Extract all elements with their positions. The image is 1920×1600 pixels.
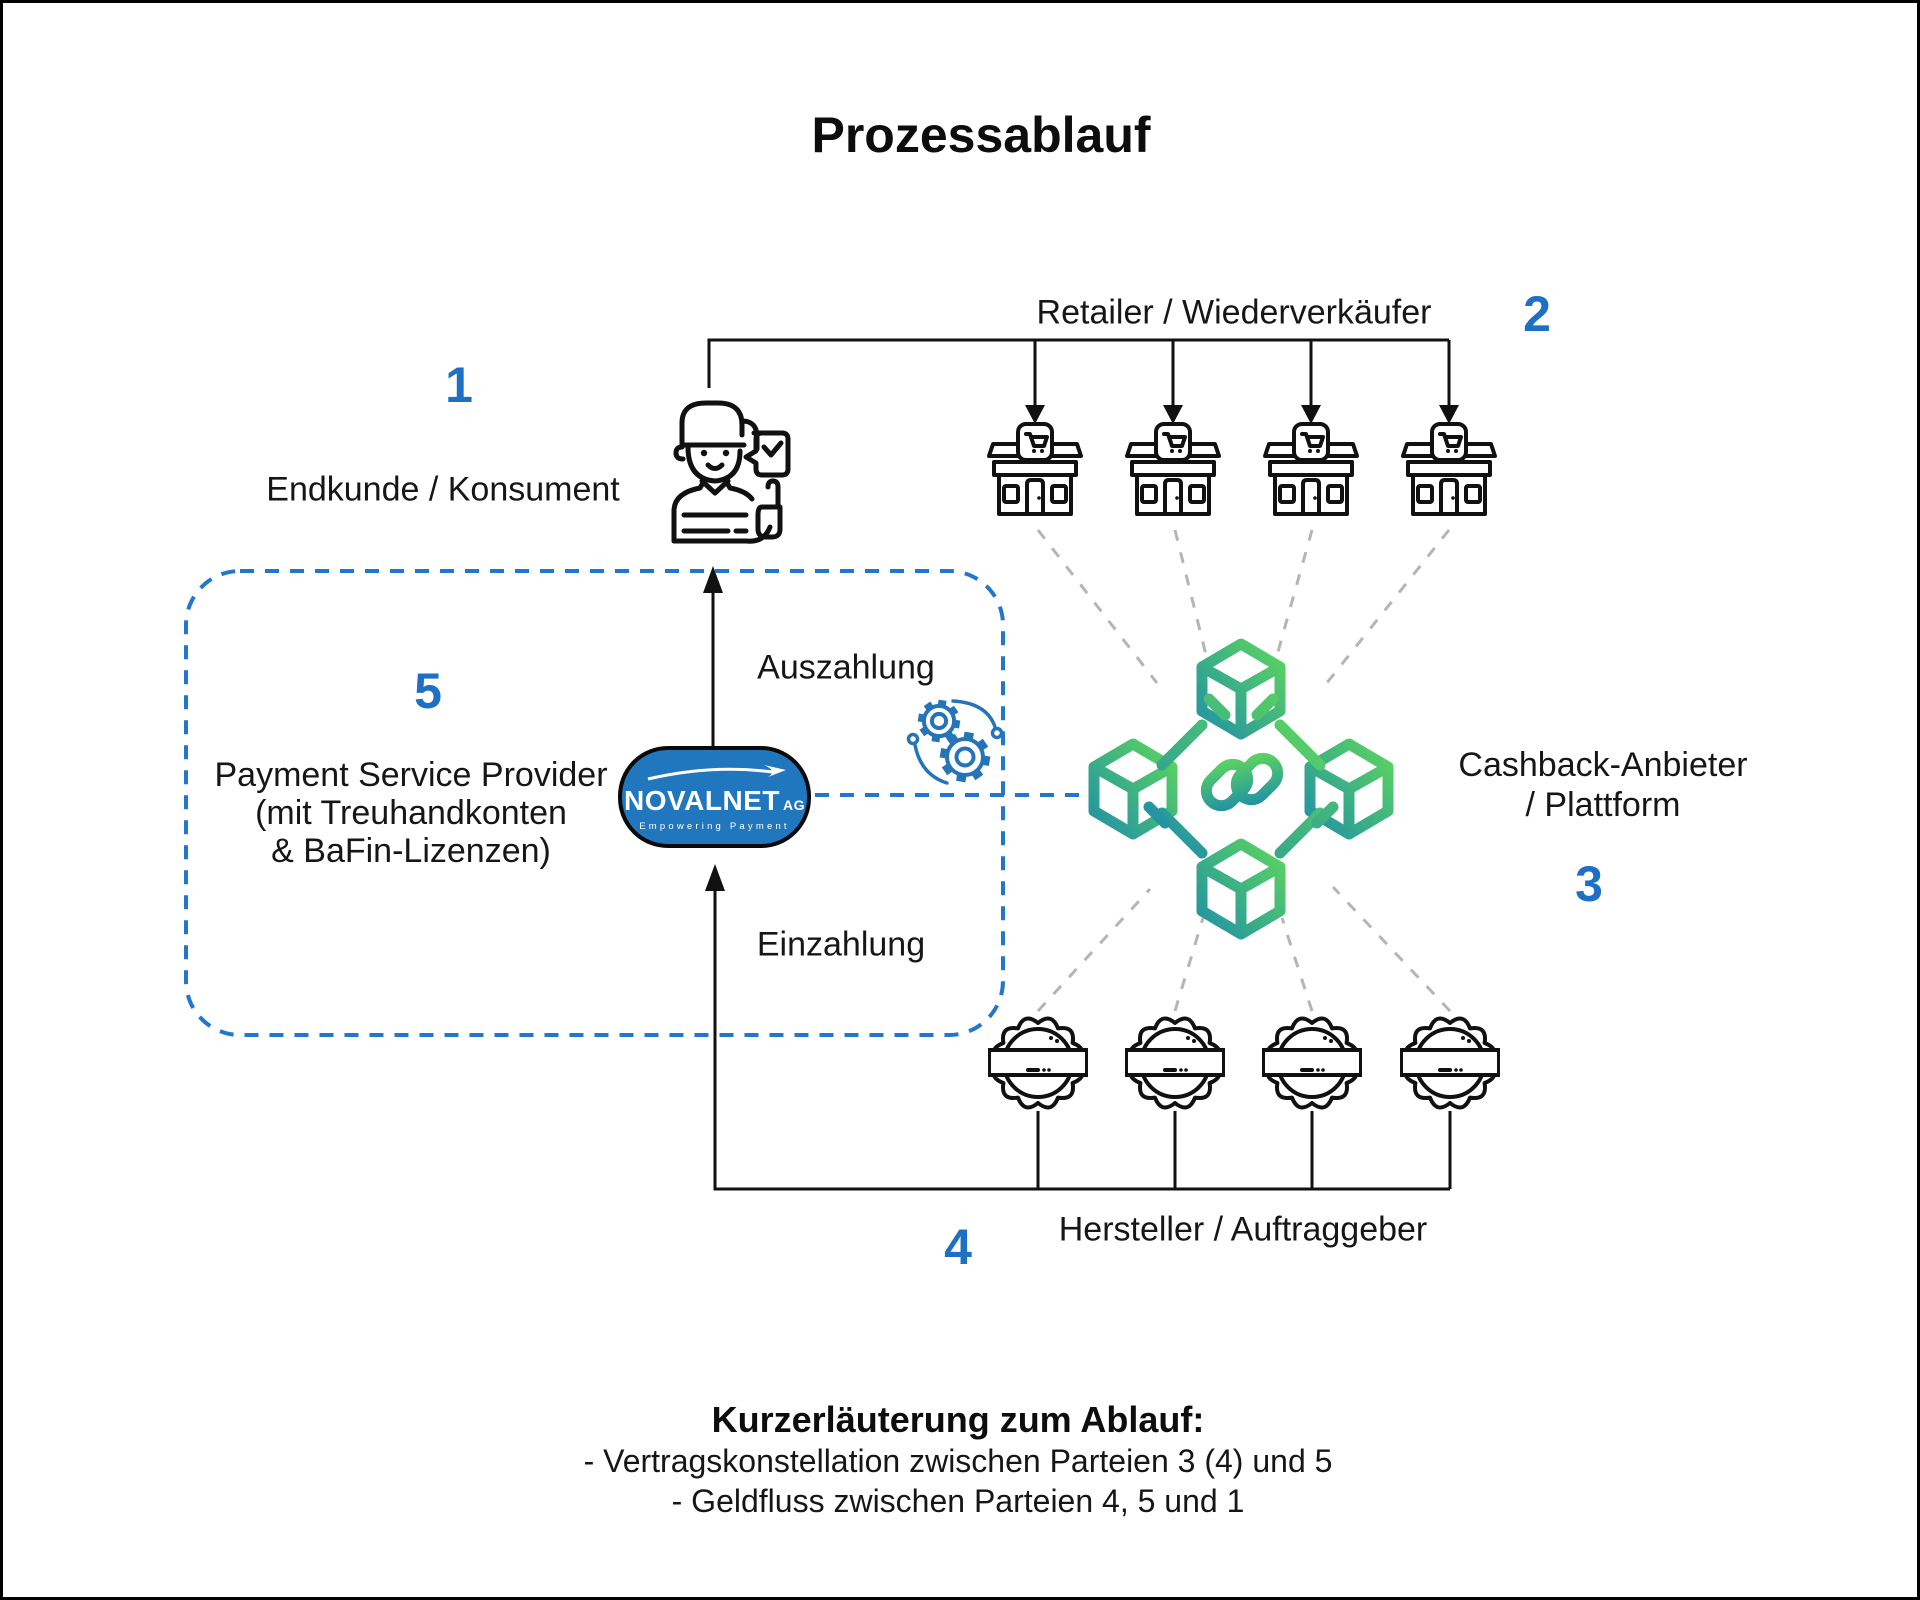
processing-gears-icon	[906, 699, 1004, 785]
endkunde-person-icon	[671, 400, 791, 544]
cashback-label: Cashback-Anbieter / Plattform	[1458, 745, 1747, 825]
hersteller-badge-icon	[1400, 1016, 1500, 1110]
retailer-store-icon	[1401, 422, 1497, 516]
retailer-label: Retailer / Wiederverkäufer	[1036, 293, 1432, 332]
footer-item-1: - Vertragskonstellation zwischen Parteie…	[583, 1443, 1333, 1479]
auszahlung-label: Auszahlung	[757, 648, 935, 687]
cashback-blockchain-icon	[1088, 638, 1394, 940]
footer-note: Kurzerläuterung zum Ablauf: - Vertragsko…	[584, 1399, 1333, 1521]
number-4: 4	[944, 1219, 972, 1275]
page-title: Prozessablauf	[811, 107, 1151, 163]
number-5: 5	[414, 663, 442, 719]
hersteller-badge-icon	[1125, 1016, 1225, 1110]
psp-label: Payment Service Provider (mit Treuhandko…	[214, 756, 607, 870]
number-1: 1	[445, 357, 473, 413]
footer-heading: Kurzerläuterung zum Ablauf:	[711, 1399, 1205, 1440]
retailer-rail	[707, 338, 1451, 406]
einzahlung-label: Einzahlung	[756, 925, 926, 964]
auszahlung-arrow	[703, 566, 723, 746]
hersteller-label: Hersteller / Auftraggeber	[1058, 1210, 1428, 1249]
retailer-store-icon	[987, 422, 1083, 516]
retailer-arrowheads	[1025, 405, 1459, 424]
psp-label-line3: & BaFin-Lizenzen)	[271, 832, 551, 870]
novalnet-tagline: Empowering Payment	[639, 821, 790, 832]
psp-label-line2: (mit Treuhandkonten	[255, 794, 567, 832]
cashback-label-line1: Cashback-Anbieter	[1458, 746, 1748, 784]
hersteller-badge-icon	[988, 1016, 1088, 1110]
footer-item-2: - Geldfluss zwischen Parteien 4, 5 und 1	[671, 1483, 1245, 1519]
retailer-store-icon	[1263, 422, 1359, 516]
retailer-store-icon	[1125, 422, 1221, 516]
number-2: 2	[1523, 286, 1551, 342]
endkunde-label: Endkunde / Konsument	[266, 470, 620, 509]
number-3: 3	[1575, 856, 1603, 912]
novalnet-swoosh-icon	[647, 765, 786, 781]
hersteller-badge-icon	[1262, 1016, 1362, 1110]
cashback-label-line2: / Plattform	[1525, 786, 1681, 824]
psp-label-line1: Payment Service Provider	[214, 756, 608, 794]
